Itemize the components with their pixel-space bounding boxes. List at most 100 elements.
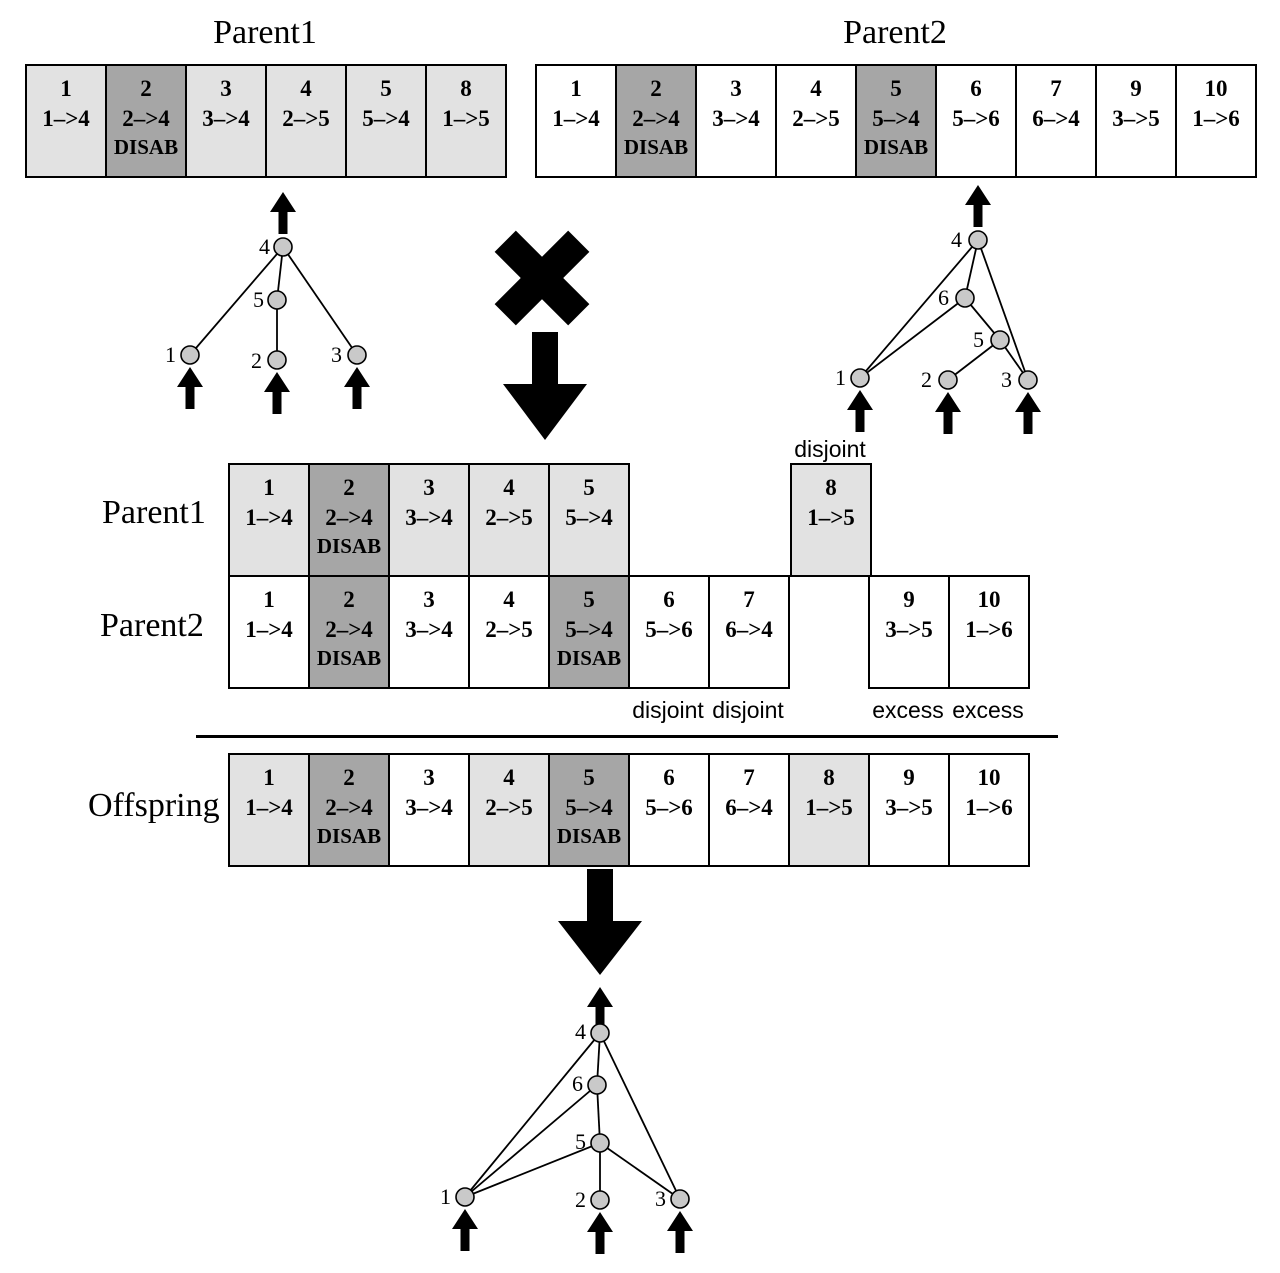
gene-number: 6: [970, 76, 982, 101]
gene: 3 3–>4: [185, 64, 267, 178]
gene-disabled-flag: DISAB: [623, 134, 689, 159]
input-arrow-up-icon: [452, 1209, 478, 1251]
gene-connection: 1–>6: [1192, 105, 1240, 131]
gene-number: 2: [343, 475, 355, 500]
gene-number: 6: [663, 765, 675, 790]
output-arrow-up-icon: [270, 192, 296, 234]
gene: 9 3–>5: [868, 753, 950, 867]
gene-connection: 3–>4: [405, 616, 453, 642]
network-node: [850, 368, 870, 388]
gene-connection: 2–>4: [325, 504, 373, 530]
gene-number: 10: [977, 587, 1001, 612]
gene-connection: 5–>6: [645, 794, 693, 820]
gene: 9 3–>5: [868, 575, 950, 689]
node-label: 4: [259, 234, 270, 259]
gene: 4 2–>5: [265, 64, 347, 178]
gene: 7 6–>4: [708, 753, 790, 867]
input-arrow-up-icon: [264, 372, 290, 414]
gene-disabled-flag: DISAB: [556, 645, 622, 670]
gene-number: 3: [423, 587, 435, 612]
gene-number: 5: [583, 587, 595, 612]
gene-connection: 5–>4: [362, 105, 410, 131]
gene-connection: 3–>5: [1112, 105, 1160, 131]
parent1-genome-top: 1 1–>4 2 2–>4 DISAB 3 3–>4 4 2–>5 5 5–>4…: [25, 64, 507, 178]
node-label: 4: [575, 1019, 586, 1044]
gene-connection: 1–>4: [245, 504, 293, 530]
network-node: [590, 1190, 610, 1210]
gene: 4 2–>5: [468, 463, 550, 577]
network-node: [267, 350, 287, 370]
gene-connection: 5–>4: [565, 794, 613, 820]
down-arrow-icon: [558, 869, 642, 975]
input-arrow-up-icon: [667, 1211, 693, 1253]
node-label: 2: [251, 348, 262, 373]
gene-disabled-flag: DISAB: [316, 533, 382, 558]
parent1-row-label: Parent1: [102, 494, 206, 531]
gene-number: 6: [663, 587, 675, 612]
node-label: 6: [572, 1071, 583, 1096]
gene: 5 5–>4: [345, 64, 427, 178]
gene-connection: 2–>5: [485, 794, 533, 820]
gene-number: 7: [743, 587, 755, 612]
gene: 2 2–>4 DISAB: [105, 64, 187, 178]
input-arrow-up-icon: [847, 390, 873, 432]
network-node: [347, 345, 367, 365]
gene-number: 4: [810, 76, 822, 101]
gene-connection: 2–>5: [485, 504, 533, 530]
gene-connection: 5–>4: [872, 105, 920, 131]
gene-number: 1: [263, 475, 275, 500]
gene-number: 9: [903, 765, 915, 790]
gene-connection: 1–>4: [552, 105, 600, 131]
gene: 10 1–>6: [948, 753, 1030, 867]
node-label: 4: [951, 227, 962, 252]
node-label: 3: [655, 1186, 666, 1211]
disjoint-label-top: disjoint: [794, 436, 866, 462]
gene-number: 7: [743, 765, 755, 790]
output-arrow-up-icon: [965, 185, 991, 227]
gene-number: 8: [823, 765, 835, 790]
network-node: [990, 330, 1010, 350]
gene-connection: 3–>4: [405, 504, 453, 530]
gene: 1 1–>4: [228, 575, 310, 689]
gene-connection: 1–>4: [42, 105, 90, 131]
gene-number: 2: [650, 76, 662, 101]
gene-connection: 6–>4: [1032, 105, 1080, 131]
node-label: 3: [331, 342, 342, 367]
gene: 10 1–>6: [1175, 64, 1257, 178]
offspring-genome: 1 1–>4 2 2–>4 DISAB 3 3–>4 4 2–>5 5 5–>4…: [228, 753, 1030, 867]
gene-number: 2: [343, 765, 355, 790]
node-label: 6: [938, 285, 949, 310]
gene-connection: 3–>4: [202, 105, 250, 131]
gene-number: 3: [730, 76, 742, 101]
gene-number: 5: [380, 76, 392, 101]
gene: 6 5–>6: [628, 575, 710, 689]
gene: 1 1–>4: [228, 463, 310, 577]
gene: 2 2–>4 DISAB: [308, 753, 390, 867]
node-label: 1: [835, 365, 846, 390]
gene-number: 4: [300, 76, 312, 101]
node-label: 2: [921, 367, 932, 392]
network-edges: [859, 239, 1029, 381]
divider-line: [196, 735, 1058, 738]
gene: 4 2–>5: [775, 64, 857, 178]
gene-disabled-flag: DISAB: [556, 823, 622, 848]
gene: 3 3–>4: [388, 575, 470, 689]
gene: 2 2–>4 DISAB: [308, 575, 390, 689]
gene-connection: 1–>6: [965, 794, 1013, 820]
gene-number: 1: [263, 587, 275, 612]
network-node: [455, 1187, 475, 1207]
gene: 2 2–>4 DISAB: [615, 64, 697, 178]
gene-number: 4: [503, 587, 515, 612]
input-arrow-up-icon: [177, 367, 203, 409]
gene-connection: 1–>5: [807, 504, 855, 530]
parent2-excess-genes: 9 3–>5 10 1–>6: [868, 575, 1030, 689]
down-arrow-icon: [503, 332, 587, 440]
gene-connection: 3–>5: [885, 616, 933, 642]
gene: 1 1–>4: [25, 64, 107, 178]
gene: 4 2–>5: [468, 575, 550, 689]
excess-label: excess: [872, 697, 944, 723]
gene-number: 3: [423, 765, 435, 790]
gene: 8 1–>5: [788, 753, 870, 867]
network-node: [273, 237, 293, 257]
gene-connection: 1–>4: [245, 794, 293, 820]
